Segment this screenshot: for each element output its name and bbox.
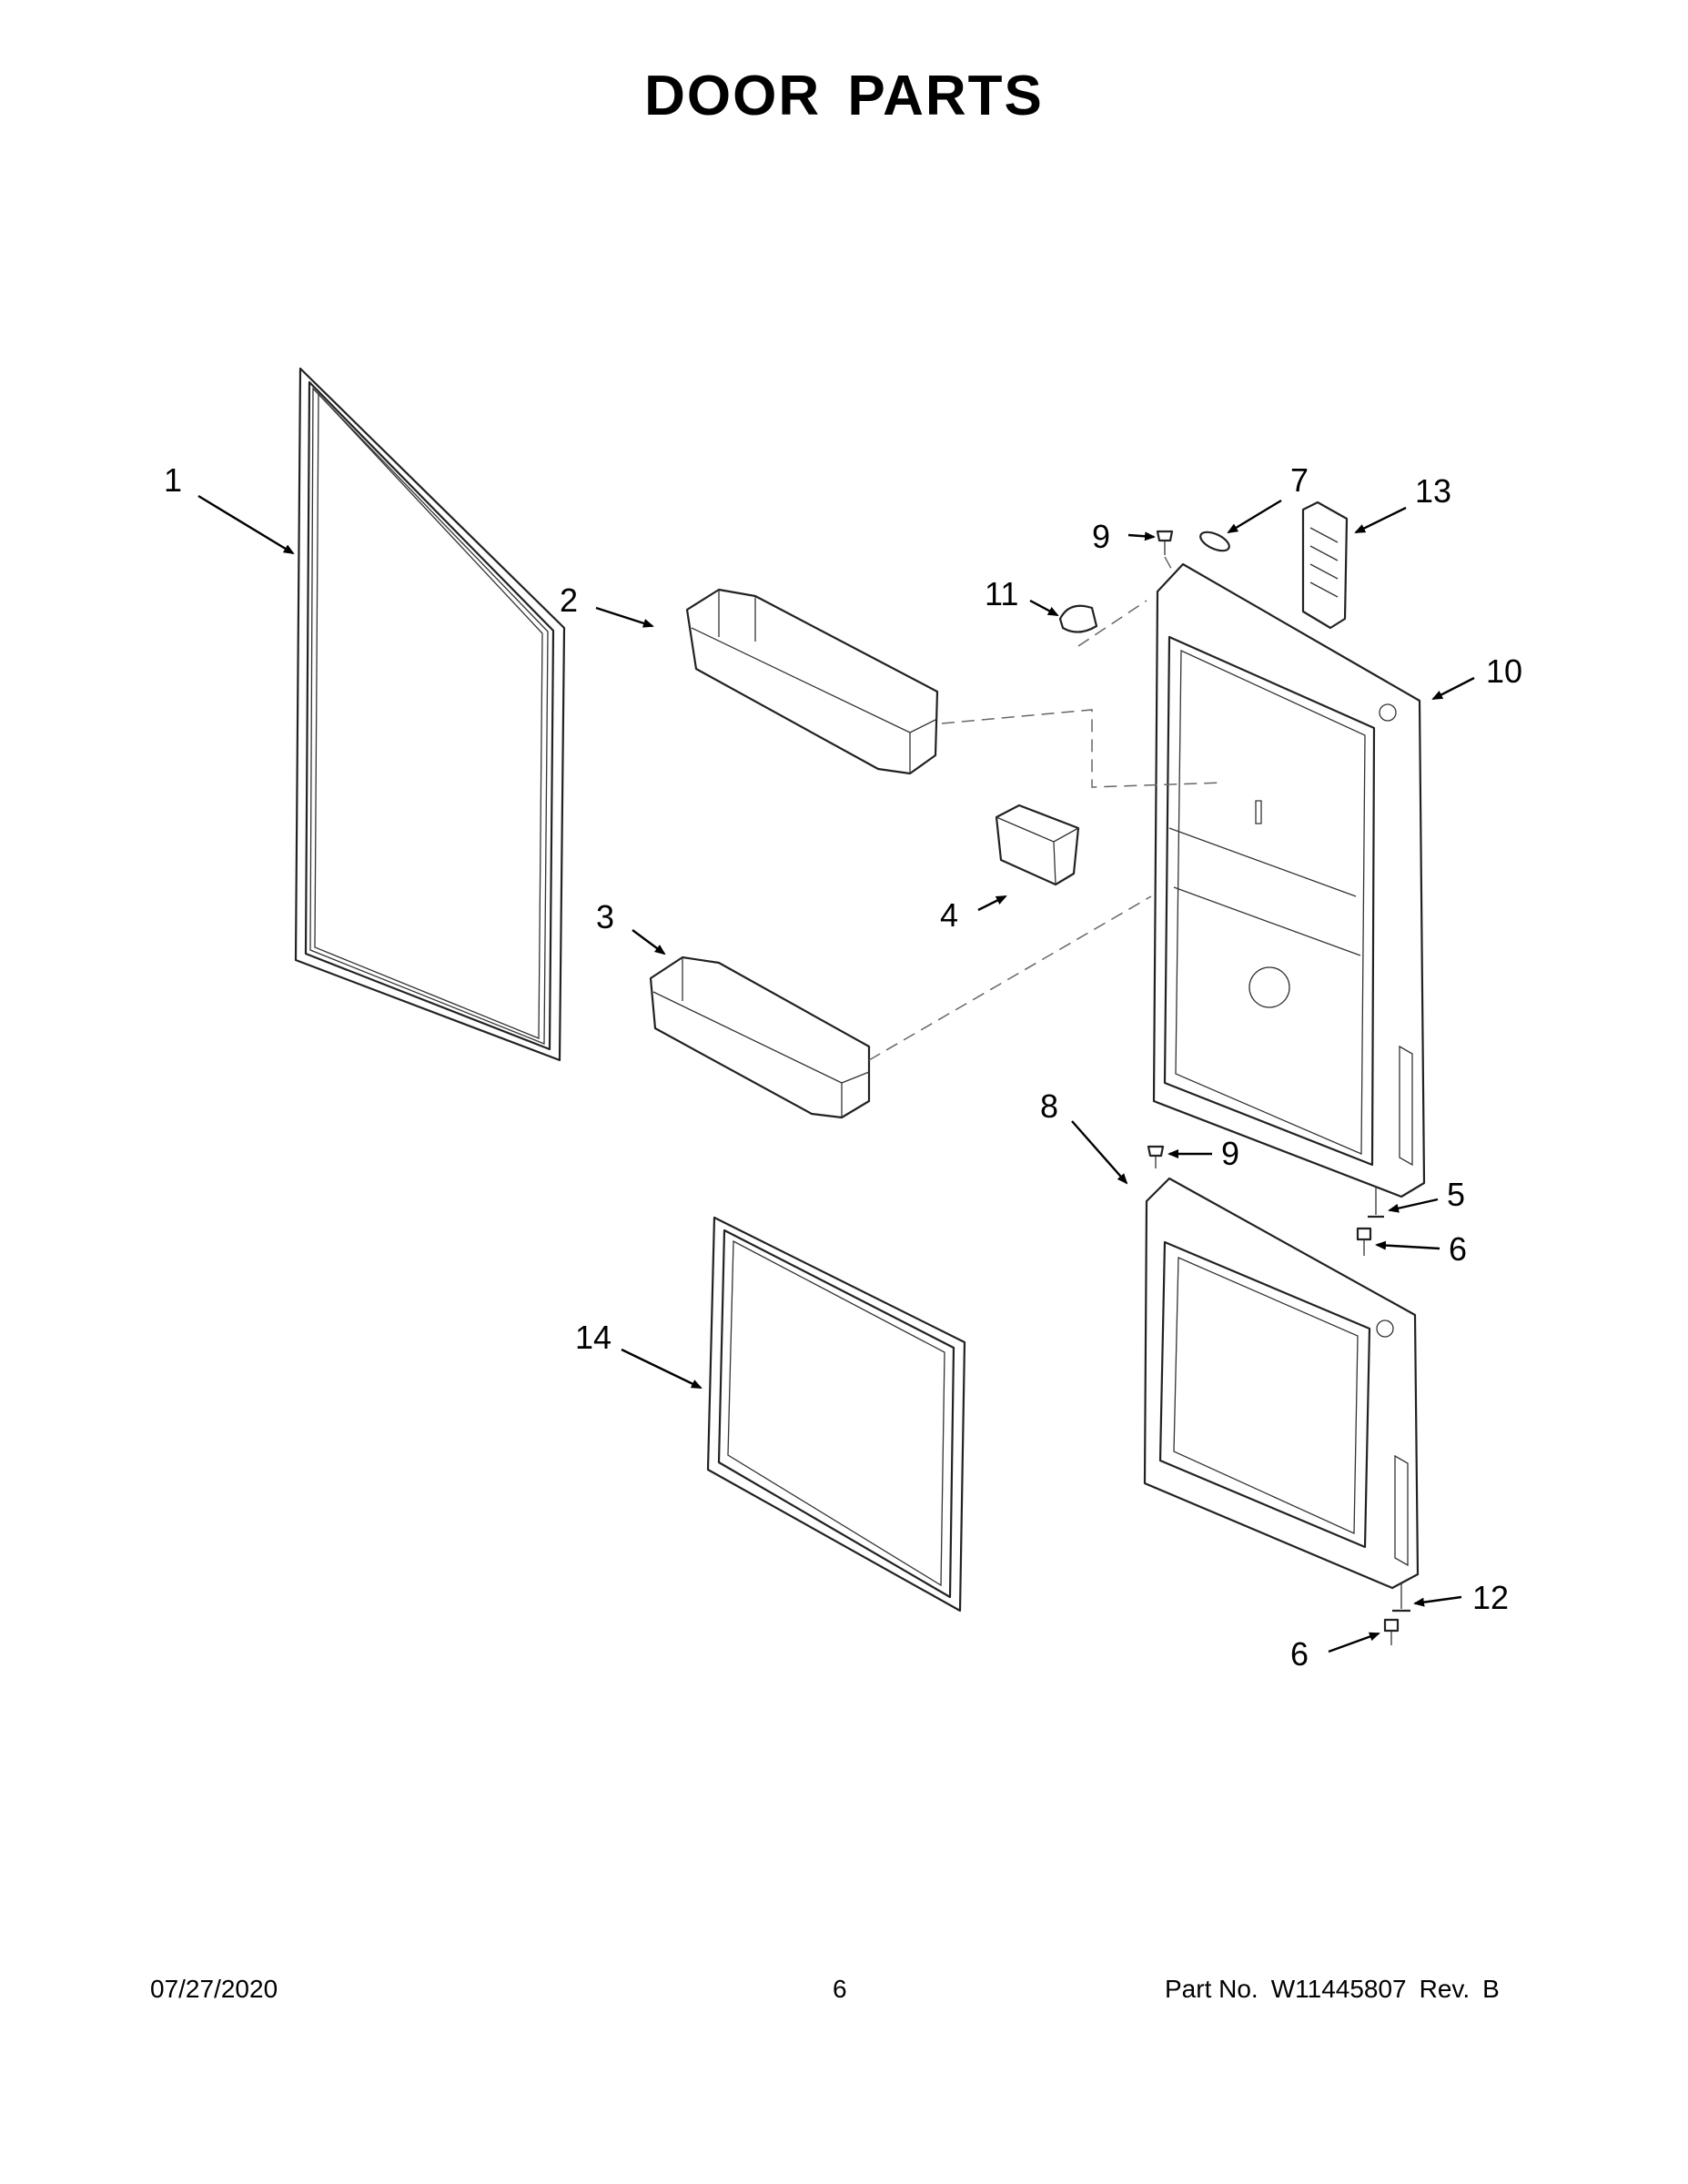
part-4-small-tray xyxy=(995,804,1080,886)
footer-date: 07/27/2020 xyxy=(150,1975,278,2003)
leader-arrows xyxy=(197,494,1475,1653)
callout-5: 5 xyxy=(1447,1176,1465,1213)
callout-labels: 1 2 3 4 9 7 13 11 10 8 9 5 6 12 6 14 xyxy=(164,461,1522,1673)
callout-4: 4 xyxy=(940,896,958,934)
part-9-lower-screw xyxy=(1147,1145,1165,1168)
footer-part-number: Part No. W11445807 Rev. B xyxy=(1165,1975,1512,2004)
part-6-upper-bolt xyxy=(1356,1227,1372,1256)
part-no-value: W11445807 xyxy=(1270,1975,1407,2003)
part-11-cap xyxy=(1058,604,1098,633)
callout-9b: 9 xyxy=(1221,1135,1239,1172)
part-3-door-bin xyxy=(649,956,871,1119)
callout-8: 8 xyxy=(1040,1087,1058,1125)
page-title: DOOR PARTS xyxy=(644,65,1044,127)
callout-6b: 6 xyxy=(1290,1635,1309,1673)
callout-12: 12 xyxy=(1472,1579,1509,1616)
callout-3: 3 xyxy=(596,898,614,935)
part-14-drawer-gasket xyxy=(706,1216,966,1613)
part-12-hinge-pin xyxy=(1392,1583,1410,1613)
part-6-lower-bolt xyxy=(1383,1618,1400,1645)
part-13-hinge-cover xyxy=(1301,500,1349,630)
callout-14: 14 xyxy=(575,1319,612,1356)
part-2-door-bin xyxy=(685,588,939,775)
rev-label: Rev. xyxy=(1419,1975,1471,2003)
part-10-refrigerator-door xyxy=(1152,562,1426,1198)
part-1-door-gasket xyxy=(294,367,566,1062)
callout-11: 11 xyxy=(985,575,1018,612)
part-no-label: Part No. xyxy=(1165,1975,1258,2003)
part-5-hinge-pin xyxy=(1368,1188,1384,1218)
callout-6a: 6 xyxy=(1449,1230,1467,1268)
part-8-freezer-door xyxy=(1143,1177,1420,1590)
part-9-upper-screw xyxy=(1156,530,1174,555)
rev-value: B xyxy=(1482,1975,1500,2003)
assembly-dashed-lines xyxy=(868,556,1225,1061)
callout-10: 10 xyxy=(1486,652,1522,690)
callout-9a: 9 xyxy=(1092,518,1110,555)
callout-7: 7 xyxy=(1290,461,1309,499)
callout-1: 1 xyxy=(164,461,182,499)
part-7-ring xyxy=(1199,531,1230,552)
footer-page-number: 6 xyxy=(833,1975,847,2003)
callout-2: 2 xyxy=(560,581,578,619)
callout-13: 13 xyxy=(1415,472,1451,510)
